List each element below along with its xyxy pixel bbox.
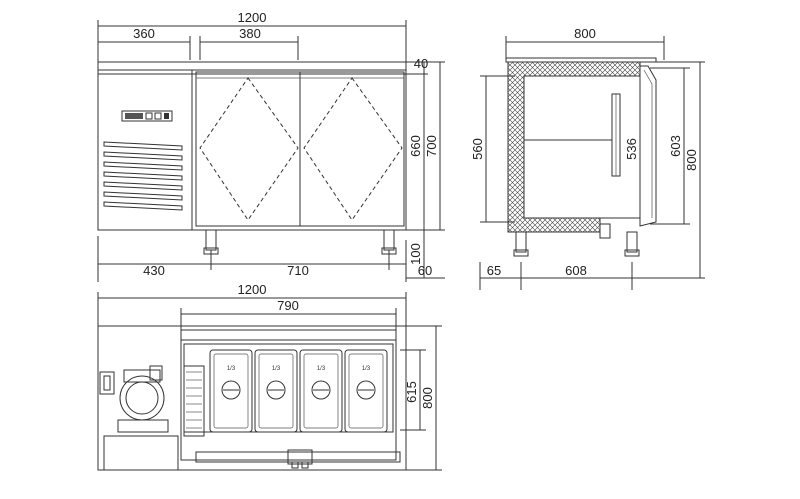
gn-pan: 1/3 (299, 349, 343, 433)
front-dim-leg-spacing-left: 430 (143, 263, 165, 278)
front-dim-top-offset: 40 (414, 56, 428, 71)
top-dim-total-depth: 800 (420, 387, 435, 409)
side-door (639, 65, 657, 227)
front-dim-door-width: 380 (239, 26, 261, 41)
top-pan-area (183, 343, 394, 433)
side-dim-lines (479, 36, 705, 290)
compressor-icon (99, 365, 169, 433)
side-cavity (523, 75, 641, 219)
side-dim-total-height: 800 (684, 149, 699, 171)
compressor-compartment (97, 69, 193, 231)
gn-pan: 1/3 (209, 349, 253, 433)
front-dim-total-height: 700 (424, 135, 439, 157)
side-view: 800 560 536 603 800 65 608 (470, 26, 705, 290)
top-dim-lines (97, 292, 442, 471)
side-dim-door-height: 603 (668, 135, 683, 157)
front-view: 1200 360 380 40 660 700 100 430 710 60 (97, 10, 445, 282)
front-dim-door-height: 660 (408, 135, 423, 157)
condenser-coil-icon (183, 365, 205, 437)
gn-pan: 1/3 (254, 349, 298, 433)
front-legs (203, 229, 397, 255)
side-dim-depth: 800 (574, 26, 596, 41)
front-dim-total-width: 1200 (238, 10, 267, 25)
front-dim-leg-height: 100 (408, 243, 423, 265)
top-view: 1/3 1/3 1/3 1/3 (97, 282, 442, 471)
pan-label: 1/3 (227, 366, 236, 372)
pan-label: 1/3 (362, 366, 371, 372)
control-panel (121, 110, 173, 122)
top-dim-inner-depth: 615 (404, 381, 419, 403)
front-door-left (195, 71, 301, 227)
pan-label: 1/3 (272, 366, 281, 372)
gn-pan: 1/3 (344, 349, 388, 433)
side-legs (513, 231, 640, 257)
front-dim-compartment-width: 360 (133, 26, 155, 41)
front-dim-leg-offset-right: 60 (418, 263, 432, 278)
door-swing-left (199, 77, 299, 221)
front-body (97, 69, 407, 231)
top-outline (97, 325, 407, 471)
front-dim-lines (97, 20, 445, 282)
vent-grille (103, 141, 183, 211)
top-dim-total-width: 1200 (238, 282, 267, 297)
side-worktop (505, 57, 657, 63)
front-door-right (299, 71, 405, 227)
side-dim-leg-offset: 65 (487, 263, 501, 278)
gn-pans: 1/3 1/3 1/3 1/3 (209, 349, 388, 433)
door-swing-right (303, 77, 403, 221)
compressor-base (103, 435, 179, 471)
side-dim-inner-height: 560 (470, 138, 485, 160)
top-dim-inner-width: 790 (277, 298, 299, 313)
pan-label: 1/3 (317, 366, 326, 372)
front-dim-leg-spacing-mid: 710 (287, 263, 309, 278)
top-door-handle (287, 449, 313, 465)
side-dim-leg-spacing: 608 (565, 263, 587, 278)
side-dim-shelf-height: 536 (624, 138, 639, 160)
front-worktop (97, 61, 407, 71)
